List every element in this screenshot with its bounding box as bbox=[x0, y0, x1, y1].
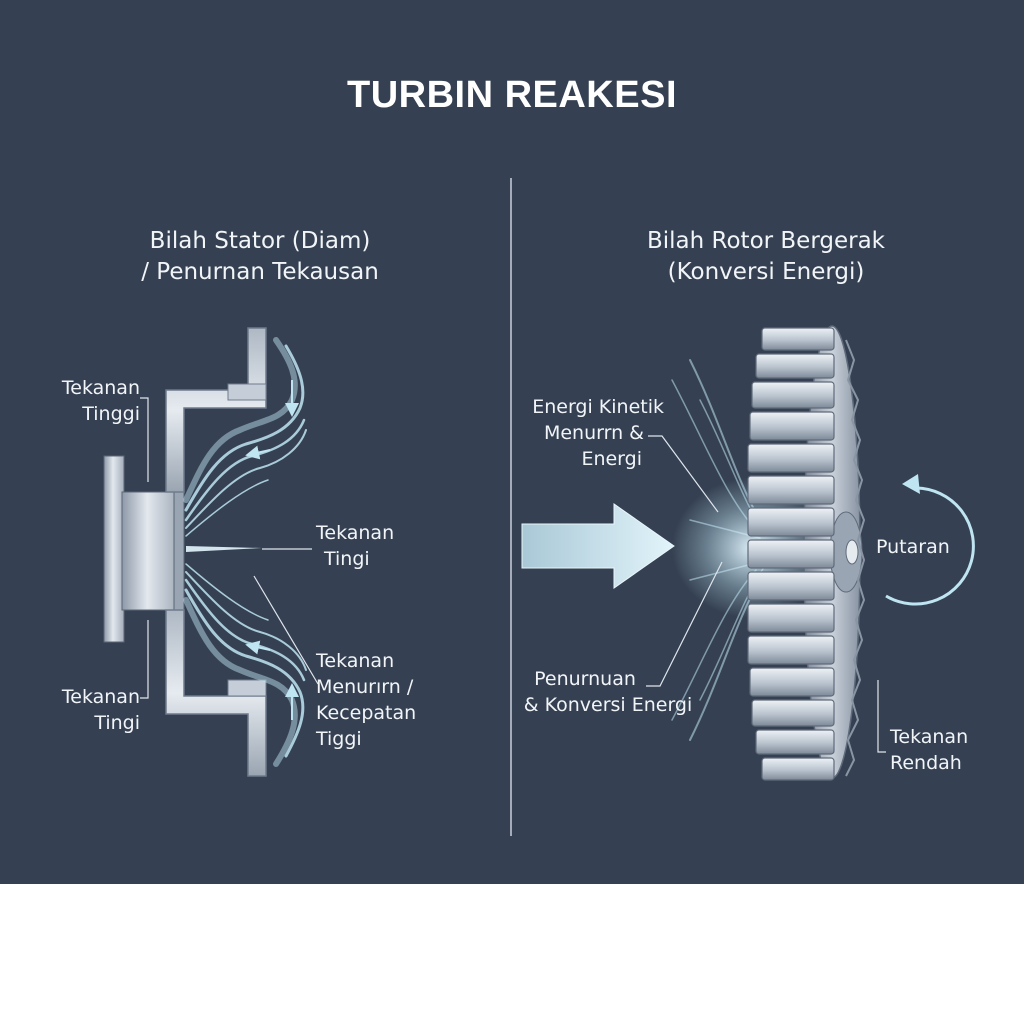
label-line: Menurırn / bbox=[316, 676, 414, 698]
inlet-arrow-icon bbox=[521, 503, 675, 589]
rotor-illustration bbox=[671, 325, 866, 781]
stator-illustration bbox=[103, 327, 307, 777]
label-line: Kecepatan bbox=[316, 702, 417, 724]
label-rotation: Putaran bbox=[876, 534, 996, 560]
rotor-heading-line: (Konversi Energi) bbox=[667, 259, 865, 285]
label-line: Tekanan bbox=[316, 522, 395, 544]
label-high-pressure-center: Tekanan Tingi bbox=[316, 520, 436, 572]
label-line: Rendah bbox=[890, 752, 962, 774]
label-line: Tiggi bbox=[316, 728, 362, 750]
label-high-pressure-bottom: Tekanan Tingi bbox=[20, 684, 140, 736]
rotor-leader-lines bbox=[646, 435, 886, 753]
page-title: TURBIN REAKESI bbox=[346, 74, 678, 116]
stator-heading: Bilah Stator (Diam) / Penurnan Tekausan bbox=[100, 226, 420, 288]
label-line: Tekanan bbox=[890, 726, 969, 748]
label-line: Tekanan bbox=[316, 650, 395, 672]
label-line: Putaran bbox=[876, 536, 950, 558]
stator-heading-line: / Penurnan Tekausan bbox=[141, 259, 379, 285]
label-line: Tingi bbox=[94, 712, 140, 734]
label-high-pressure-top: Tekanan Tinggi bbox=[20, 375, 140, 427]
label-line: Penurnuan bbox=[534, 668, 636, 690]
rotor-heading: Bilah Rotor Bergerak (Konversi Energi) bbox=[606, 226, 926, 288]
label-line: Energi bbox=[581, 448, 642, 470]
rotation-arrow-icon bbox=[885, 474, 975, 606]
rotor-heading-line: Bilah Rotor Bergerak bbox=[646, 228, 886, 254]
stator-heading-line: Bilah Stator (Diam) bbox=[149, 228, 371, 254]
label-line: Tinggi bbox=[82, 403, 140, 425]
label-line: & Konversi Energi bbox=[523, 694, 693, 716]
label-line: Tekanan bbox=[61, 377, 140, 399]
label-line: Tingi bbox=[324, 548, 370, 570]
label-pressure-drop-velocity: Tekanan Menurırn / Kecepatan Tiggi bbox=[316, 648, 456, 752]
label-low-pressure: Tekanan Rendah bbox=[890, 724, 1010, 776]
label-kinetic-energy: Energi Kinetik Menurrn & Energi bbox=[504, 394, 664, 472]
label-line: Menurrn & bbox=[543, 422, 644, 444]
label-line: Tekanan bbox=[61, 686, 140, 708]
label-line: Energi Kinetik bbox=[532, 396, 664, 418]
stator-leader-lines bbox=[140, 397, 319, 699]
label-energy-conversion: Penurnuan & Konversi Energi bbox=[508, 666, 708, 718]
